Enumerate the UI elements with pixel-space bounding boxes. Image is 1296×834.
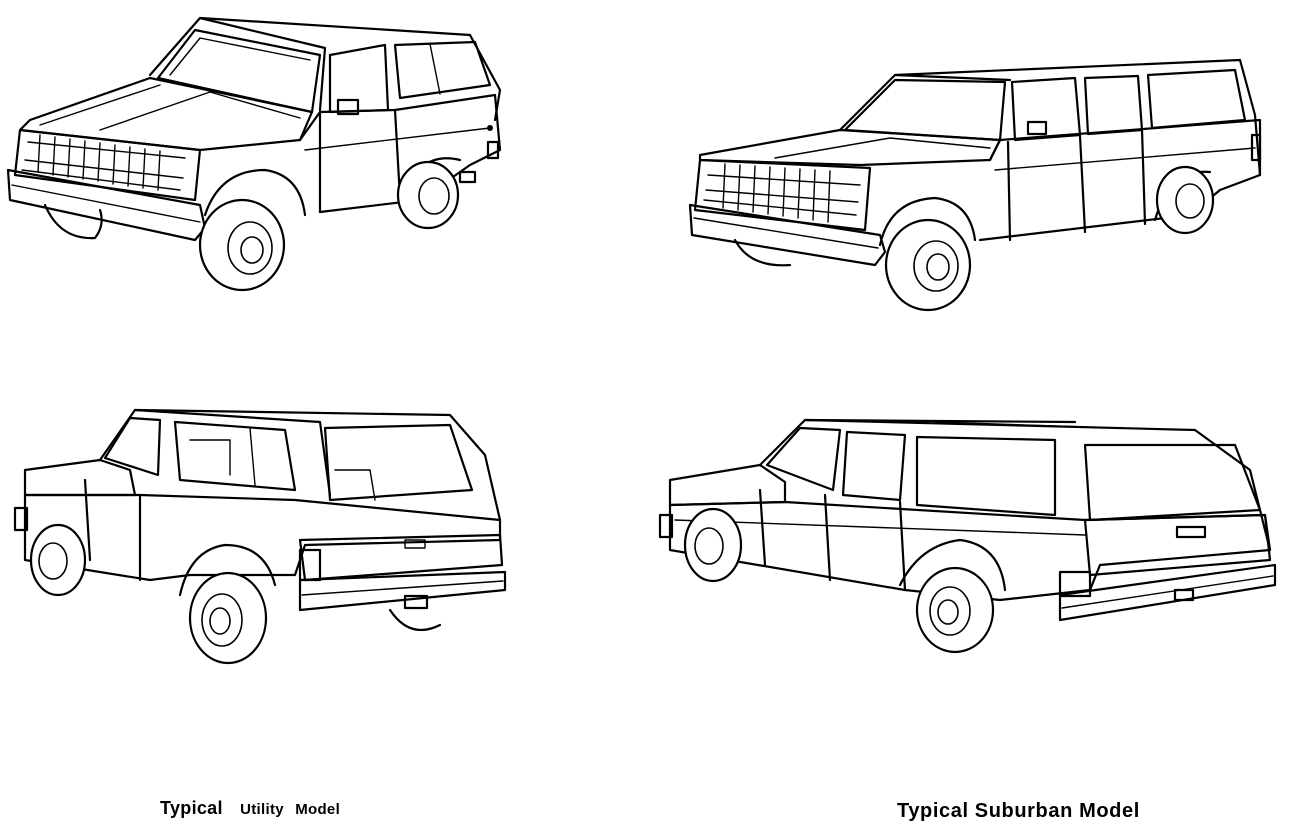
utility-rear-view xyxy=(10,400,520,675)
utility-caption-model: Model xyxy=(295,801,341,818)
utility-front-view xyxy=(0,0,520,300)
utility-caption: Typical Utility Model xyxy=(160,798,340,819)
suburban-caption: Typical Suburban Model xyxy=(897,800,1140,822)
suburban-rear-view xyxy=(655,410,1280,660)
utility-caption-typical: Typical xyxy=(160,798,223,818)
suburban-rear-drawing xyxy=(658,418,1277,654)
utility-front-drawing xyxy=(6,16,502,292)
suburban-front-view xyxy=(680,40,1280,315)
utility-rear-drawing xyxy=(13,408,507,665)
suburban-front-drawing xyxy=(688,58,1262,312)
utility-caption-utility: Utility xyxy=(240,801,284,818)
